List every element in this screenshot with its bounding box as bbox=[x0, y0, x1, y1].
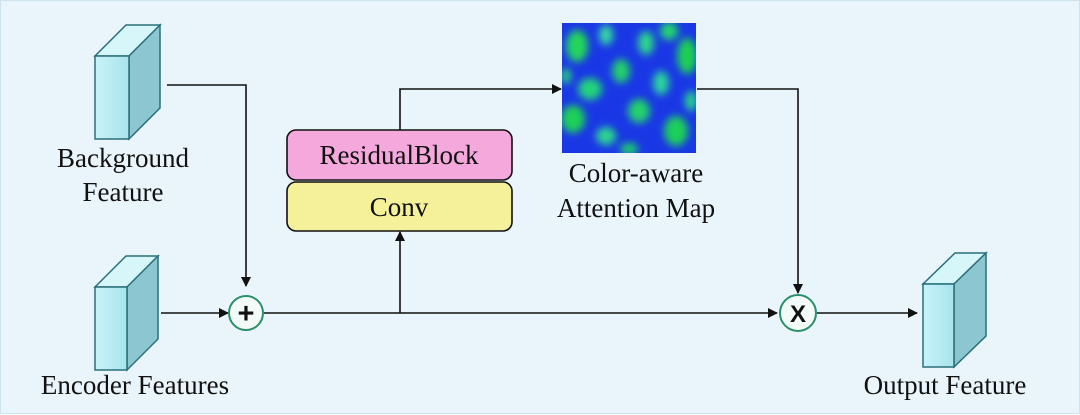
encoder-features-label: Encoder Features bbox=[41, 370, 229, 400]
output-feature-cube bbox=[921, 251, 988, 369]
attention-map-label-line1: Color-aware bbox=[569, 158, 703, 188]
conv-block-label: Conv bbox=[370, 192, 429, 222]
attention-map-image bbox=[562, 23, 696, 153]
circled-times-icon: X bbox=[779, 294, 817, 332]
background-feature-label-line1: Background bbox=[57, 143, 189, 173]
background-to-add-arrow bbox=[167, 84, 251, 287]
background-feature-cube bbox=[93, 23, 162, 141]
background-feature-label-line2: Feature bbox=[83, 177, 164, 207]
multiply-operator-symbol: X bbox=[790, 301, 806, 328]
attention-map-label-line2: Attention Map bbox=[557, 193, 715, 223]
add-operator-symbol: + bbox=[238, 298, 255, 330]
conv-block: Conv bbox=[286, 181, 513, 232]
residual-to-attention-arrow bbox=[399, 84, 562, 130]
output-feature-label: Output Feature bbox=[864, 370, 1027, 400]
attention-to-multiply-arrow bbox=[697, 88, 803, 294]
circled-plus-icon: + bbox=[228, 295, 264, 331]
residual-block: ResidualBlock bbox=[286, 129, 513, 181]
residual-block-label: ResidualBlock bbox=[320, 140, 479, 170]
encoder-features-cube bbox=[93, 254, 160, 372]
